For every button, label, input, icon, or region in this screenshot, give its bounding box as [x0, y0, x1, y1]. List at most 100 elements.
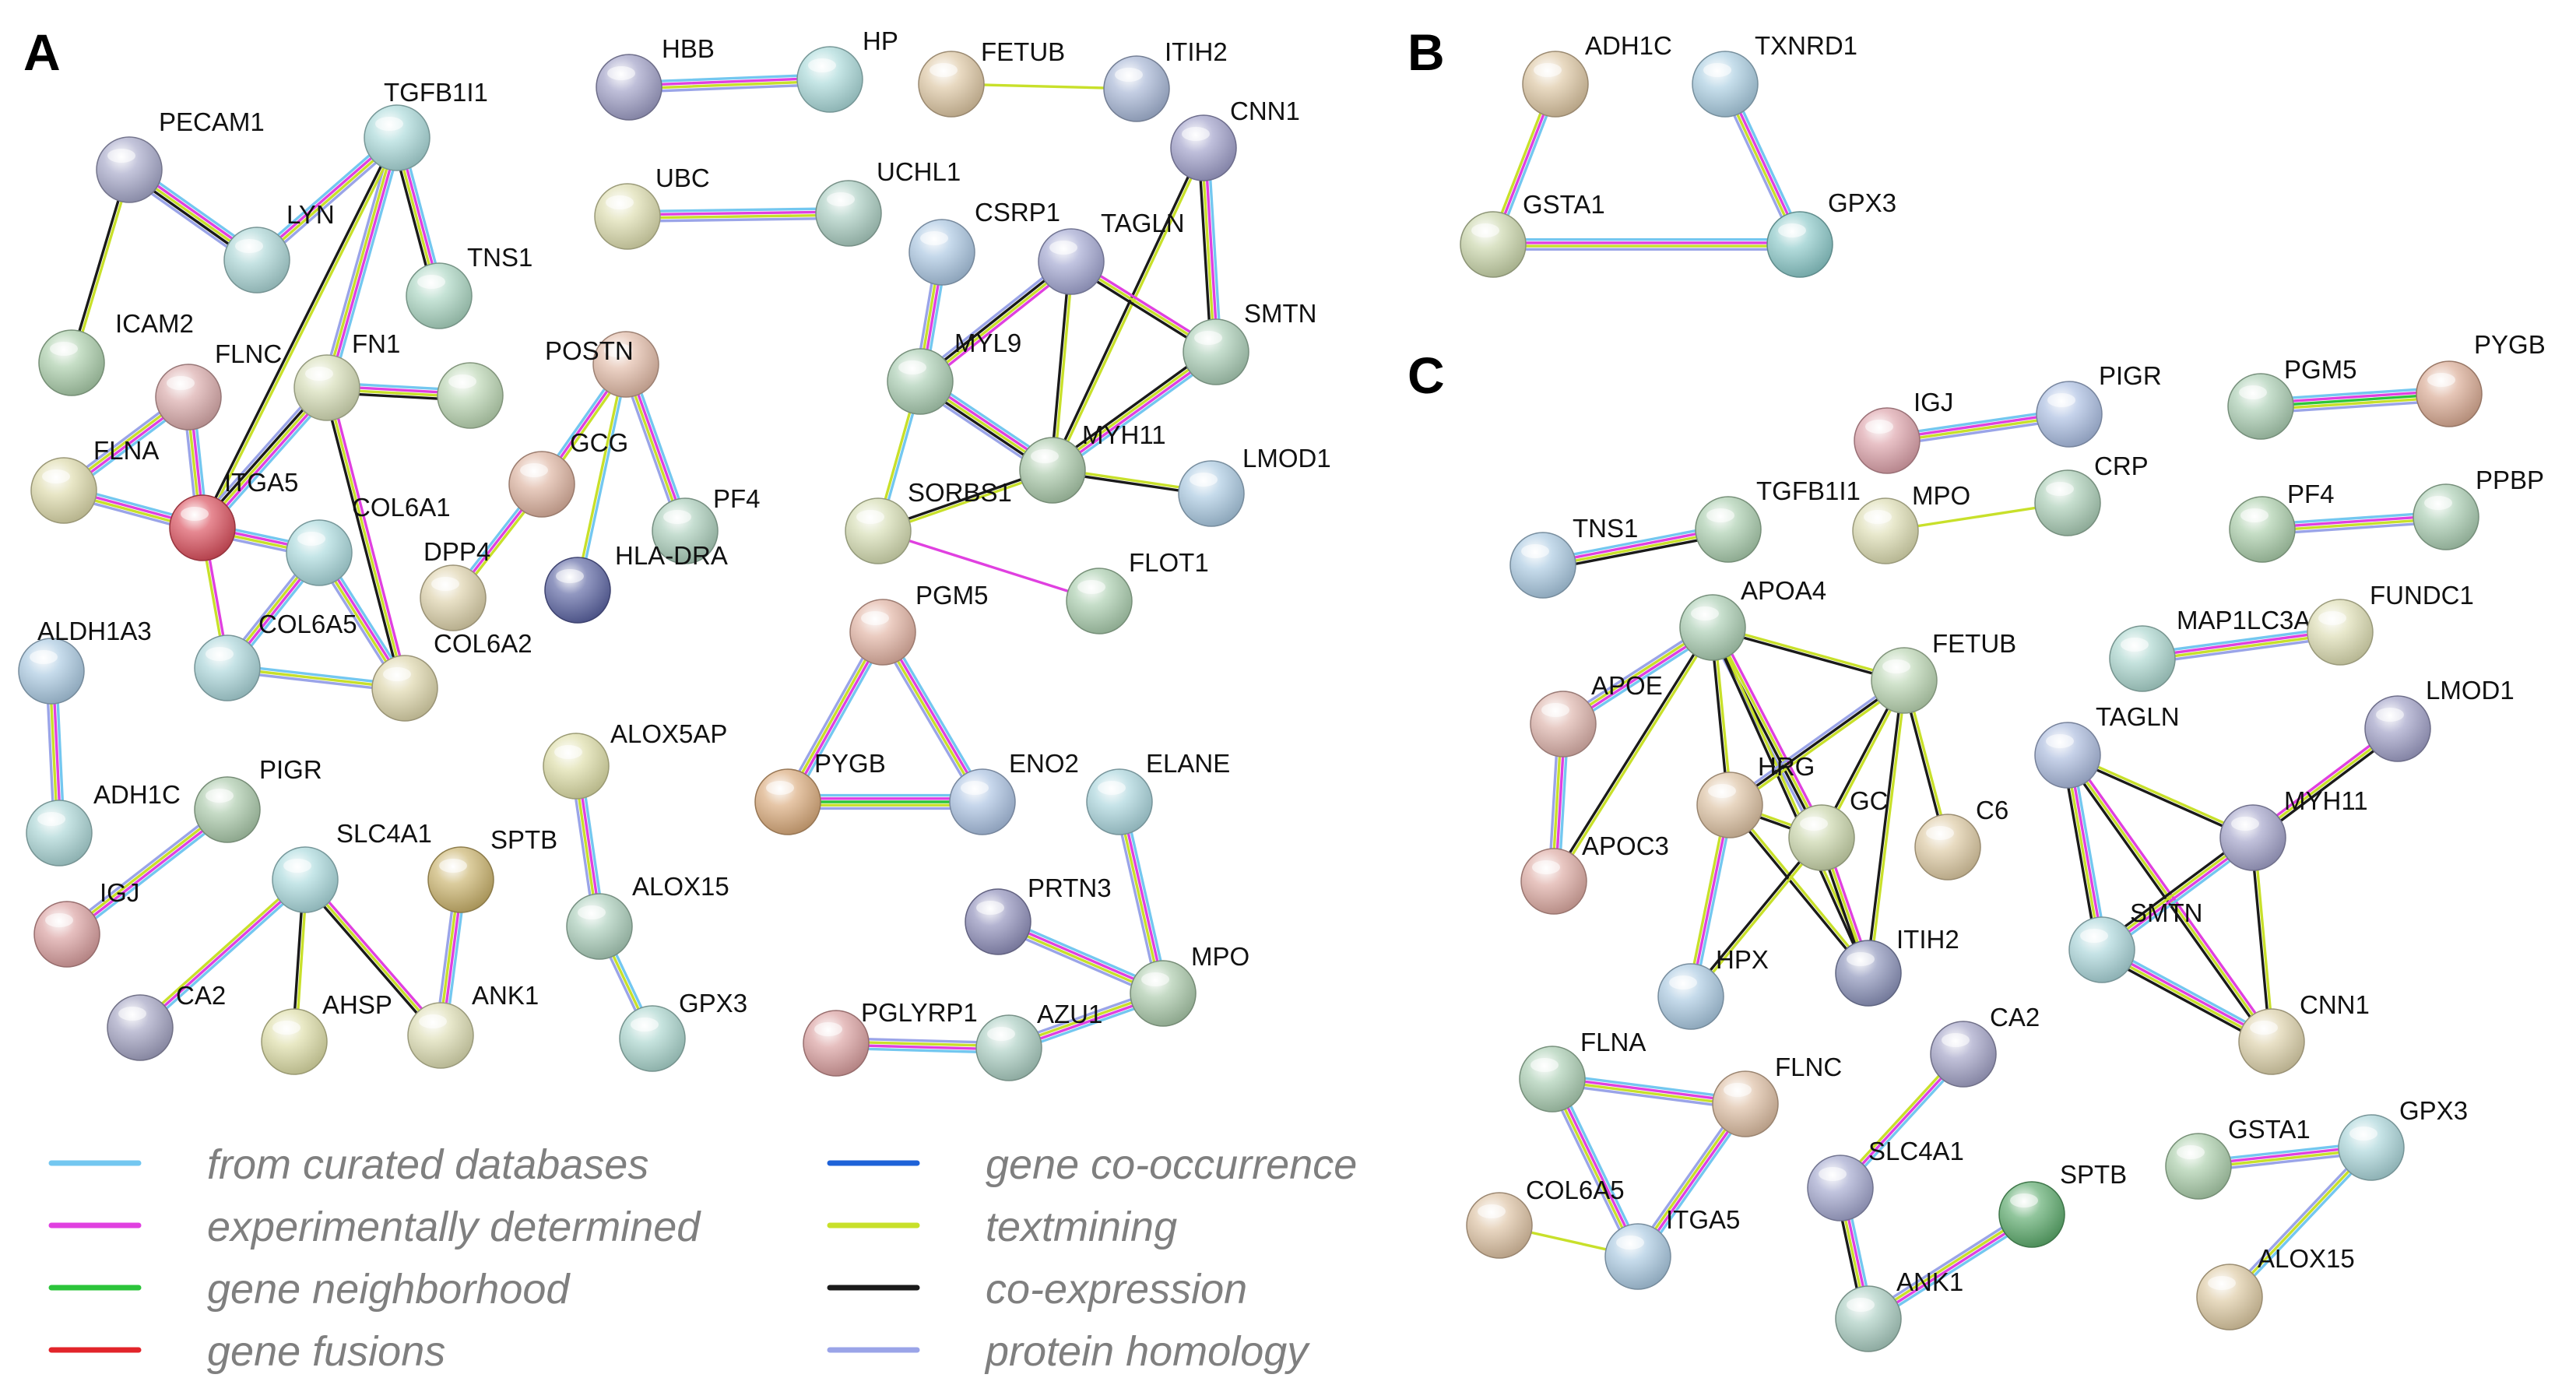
protein-node-txnrd1[interactable]: TXNRD1: [1692, 31, 1857, 118]
protein-node-pglyrp1[interactable]: PGLYRP1: [803, 998, 978, 1077]
protein-node-adh1c[interactable]: ADH1C: [26, 780, 181, 866]
protein-node-gcg[interactable]: GCG: [508, 428, 628, 518]
protein-node-sptb[interactable]: SPTB: [1998, 1160, 2127, 1248]
protein-node-apoc3[interactable]: APOC3: [1520, 831, 1669, 915]
protein-node-pf4[interactable]: PF4: [652, 484, 761, 564]
protein-node-pigr[interactable]: PIGR: [2036, 361, 2162, 448]
protein-node-flnc[interactable]: FLNC: [155, 339, 282, 431]
protein-node-gpx3[interactable]: GPX3: [619, 989, 747, 1072]
protein-node-pigr[interactable]: PIGR: [194, 755, 322, 843]
protein-node-gpx3[interactable]: GPX3: [1766, 188, 1896, 278]
protein-node-prtn3[interactable]: PRTN3: [965, 873, 1112, 955]
protein-node-apoe[interactable]: APOE: [1530, 671, 1663, 757]
protein-node-label: ALOX15: [632, 872, 729, 901]
protein-node-pygb[interactable]: PYGB: [754, 749, 886, 835]
protein-node-alox15[interactable]: ALOX15: [2196, 1244, 2355, 1330]
protein-node-flot1[interactable]: FLOT1: [1066, 548, 1209, 634]
protein-node-gsta1[interactable]: GSTA1: [2165, 1115, 2311, 1200]
protein-node-igj[interactable]: IGJ: [33, 878, 139, 968]
protein-node-myh11[interactable]: MYH11: [1019, 420, 1166, 504]
protein-node-igj[interactable]: IGJ: [1854, 388, 1953, 474]
protein-node-fetub[interactable]: FETUB: [918, 37, 1065, 118]
protein-node-label: CNN1: [1230, 97, 1300, 125]
protein-node-fundc1[interactable]: FUNDC1: [2307, 581, 2474, 666]
protein-node-hladra[interactable]: HLA-DRA: [544, 541, 728, 624]
protein-node-csrp1[interactable]: CSRP1: [908, 198, 1060, 286]
protein-node-sorbs1[interactable]: SORBS1: [845, 478, 1012, 564]
protein-node-fn1b[interactable]: [437, 362, 504, 429]
protein-node-ank1[interactable]: ANK1: [407, 981, 539, 1069]
protein-node-hp[interactable]: HP: [796, 26, 898, 113]
protein-node-alox15[interactable]: ALOX15: [566, 872, 729, 960]
protein-node-aldh1a3[interactable]: ALDH1A3: [18, 617, 152, 705]
protein-node-pecam1[interactable]: PECAM1: [96, 107, 265, 203]
protein-node-c6[interactable]: C6: [1914, 796, 2008, 881]
protein-node-lyn[interactable]: LYN: [223, 200, 335, 294]
protein-node-cnn1[interactable]: CNN1: [1170, 97, 1300, 181]
protein-node-cnn1[interactable]: CNN1: [2238, 990, 2370, 1075]
protein-node-lmod1[interactable]: LMOD1: [2364, 676, 2514, 762]
protein-node-sptb[interactable]: SPTB: [427, 825, 557, 913]
protein-node-flna[interactable]: FLNA: [30, 436, 159, 524]
protein-node-tgfb1i1[interactable]: TGFB1I1: [1695, 476, 1861, 563]
protein-node-col6a5[interactable]: COL6A5: [1466, 1176, 1625, 1259]
protein-node-pf4[interactable]: PF4: [2229, 480, 2335, 563]
protein-node-fn1[interactable]: FN1: [293, 329, 400, 421]
protein-node-tns1[interactable]: TNS1: [1509, 514, 1638, 599]
protein-node-col6a2[interactable]: COL6A2: [371, 629, 532, 722]
protein-node-tns1[interactable]: TNS1: [406, 243, 532, 329]
protein-node-ahsp[interactable]: AHSP: [261, 990, 392, 1075]
protein-node-pgm5[interactable]: PGM5: [849, 581, 989, 666]
protein-node-ubc[interactable]: UBC: [594, 163, 710, 250]
protein-node-lmod1[interactable]: LMOD1: [1178, 444, 1331, 527]
protein-node-itga5[interactable]: ITGA5: [169, 468, 298, 561]
protein-node-flna[interactable]: FLNA: [1519, 1028, 1646, 1113]
protein-node-slc4a1[interactable]: SLC4A1: [272, 819, 432, 913]
protein-node-slc4a1[interactable]: SLC4A1: [1807, 1137, 1964, 1221]
protein-node-tagln[interactable]: TAGLN: [2034, 702, 2180, 789]
protein-node-col6a5[interactable]: COL6A5: [194, 610, 357, 701]
protein-node-map1lc3a[interactable]: MAP1LC3A: [2109, 606, 2311, 692]
protein-node-crp[interactable]: CRP: [2034, 452, 2149, 536]
protein-node-gpx3[interactable]: GPX3: [2338, 1096, 2468, 1181]
protein-node-itih2[interactable]: ITIH2: [1103, 37, 1228, 122]
protein-node-gsta1[interactable]: GSTA1: [1460, 190, 1605, 278]
protein-node-adh1c[interactable]: ADH1C: [1522, 31, 1672, 118]
protein-node-mpo[interactable]: MPO: [1852, 481, 1970, 564]
protein-node-ppbp[interactable]: PPBP: [2413, 466, 2544, 550]
protein-node-ank1[interactable]: ANK1: [1835, 1267, 1963, 1352]
protein-node-icam2[interactable]: ICAM2: [38, 309, 194, 396]
protein-node-flnc[interactable]: FLNC: [1712, 1053, 1842, 1137]
protein-node-elane[interactable]: ELANE: [1086, 749, 1230, 835]
protein-node-col6a1[interactable]: COL6A1: [286, 493, 451, 586]
protein-node-apoa4[interactable]: APOA4: [1679, 576, 1826, 661]
protein-node-hrg[interactable]: HRG: [1696, 752, 1815, 838]
protein-node-pgm5[interactable]: PGM5: [2227, 355, 2357, 440]
protein-node-pygb[interactable]: PYGB: [2416, 330, 2546, 427]
protein-node-ca2[interactable]: CA2: [1930, 1003, 2040, 1088]
edge-evidence-db: [330, 138, 403, 391]
protein-node-myh11[interactable]: MYH11: [2219, 786, 2368, 871]
protein-node-dpp4[interactable]: DPP4: [420, 537, 490, 631]
protein-node-postn[interactable]: POSTN: [545, 331, 659, 398]
protein-node-smtn[interactable]: SMTN: [1183, 299, 1317, 385]
protein-node-azu1[interactable]: AZU1: [975, 1000, 1102, 1081]
protein-node-highlight: [2208, 1276, 2236, 1290]
protein-node-eno2[interactable]: ENO2: [949, 749, 1079, 835]
protein-node-alox5ap[interactable]: ALOX5AP: [543, 719, 727, 800]
protein-node-itga5[interactable]: ITGA5: [1604, 1205, 1740, 1290]
protein-node-mpo[interactable]: MPO: [1130, 942, 1249, 1027]
protein-node-myl9[interactable]: MYL9: [887, 329, 1021, 415]
protein-node-itih2[interactable]: ITIH2: [1835, 925, 1959, 1007]
protein-node-tagln[interactable]: TAGLN: [1038, 209, 1185, 295]
protein-node-gc[interactable]: GC: [1788, 786, 1889, 871]
protein-node-smtn[interactable]: SMTN: [2068, 898, 2203, 983]
protein-node-uchl1[interactable]: UCHL1: [815, 157, 961, 247]
protein-node-ca2[interactable]: CA2: [107, 981, 226, 1061]
protein-node-label: ENO2: [1009, 749, 1079, 778]
protein-node-hbb[interactable]: HBB: [596, 34, 715, 121]
protein-node-tgfb1i1[interactable]: TGFB1I1: [364, 78, 488, 171]
protein-node-hpx[interactable]: HPX: [1657, 945, 1769, 1030]
protein-node-fetub[interactable]: FETUB: [1871, 629, 2016, 714]
